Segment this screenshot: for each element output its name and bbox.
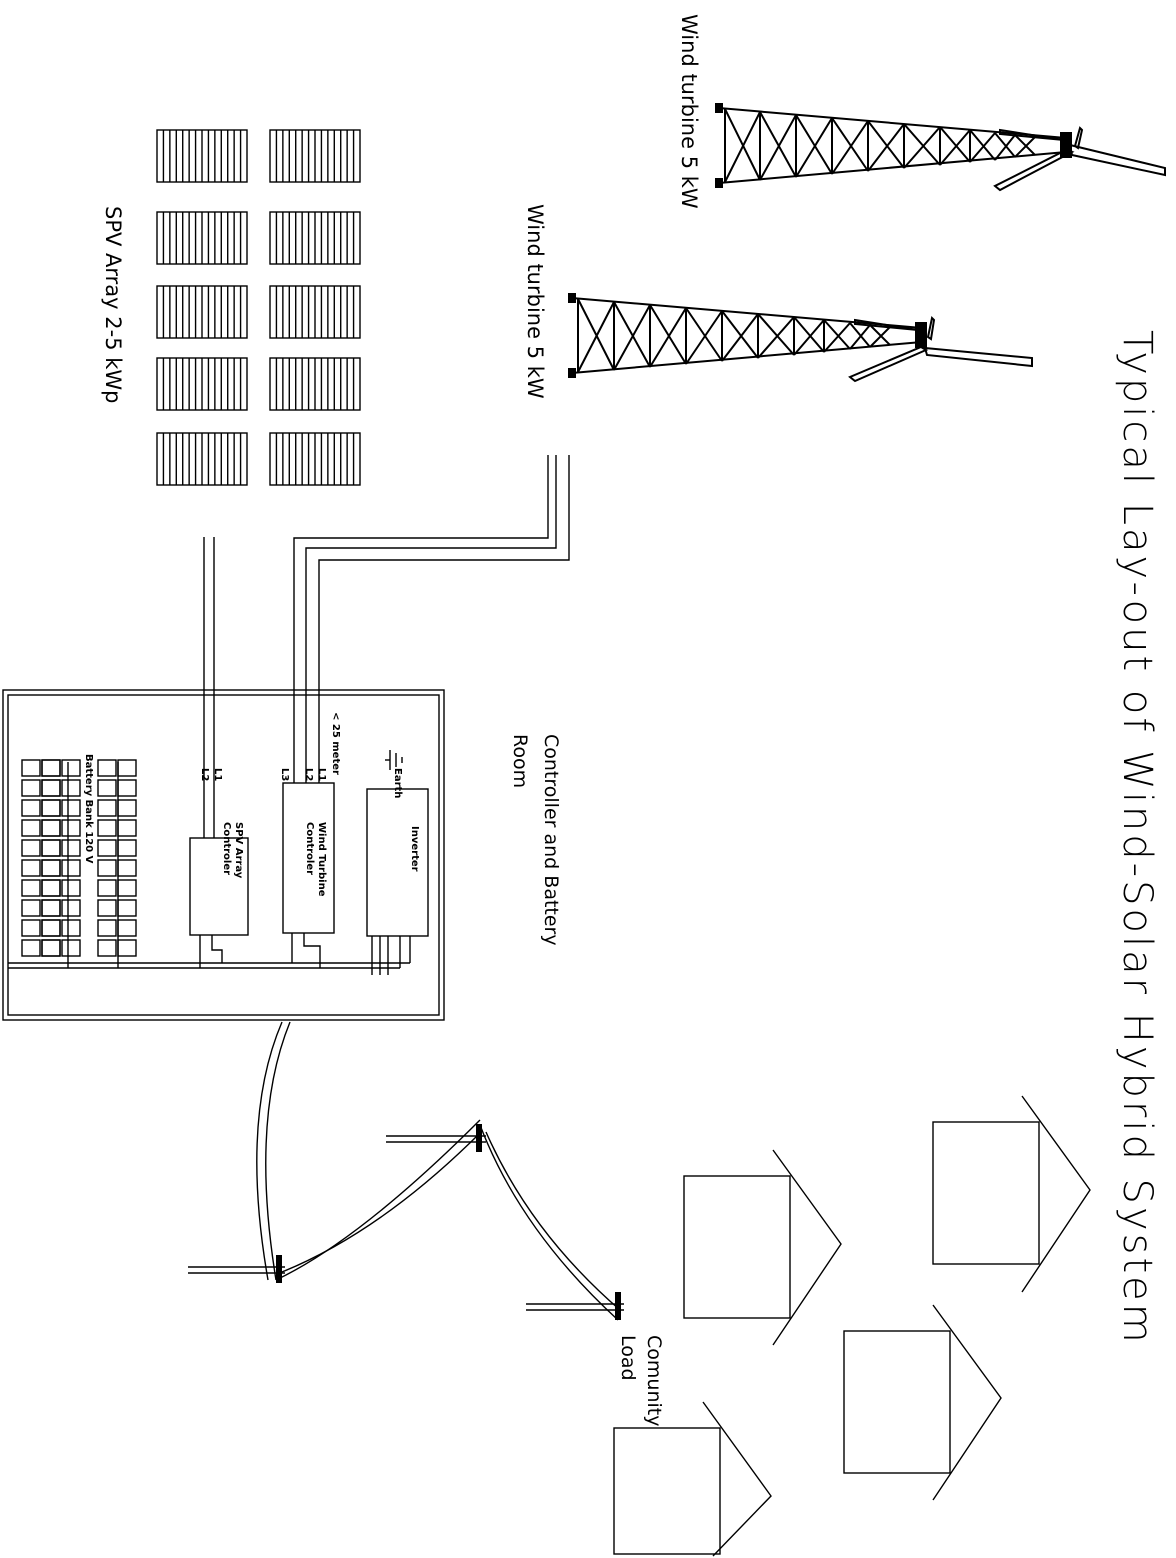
battery-cell [41, 939, 81, 957]
solar-panel [269, 129, 361, 183]
distribution-line [256, 1021, 621, 1321]
turbine-blades-2 [848, 315, 1033, 383]
house-3 [843, 1304, 1002, 1501]
wind-line-l2: L2 [303, 768, 314, 781]
distribution-pole-1 [188, 1255, 285, 1283]
community-load-label-line2: Load [617, 1335, 639, 1381]
solar-panel [156, 357, 248, 411]
solar-panel [156, 211, 248, 265]
wind-controller-label-line2: Controler [304, 822, 315, 875]
distribution-pole-2 [386, 1124, 486, 1152]
spv-controller-label-line1: SPV Array [233, 822, 244, 879]
house-4 [613, 1401, 772, 1557]
battery-cell [97, 759, 137, 777]
lattice-tower-1 [715, 103, 1067, 188]
battery-cell [21, 879, 61, 897]
battery-cell [21, 939, 61, 957]
wind-turbine-2 [568, 293, 1033, 383]
battery-cell [21, 859, 61, 877]
spv-controller-label-line2: Controler [221, 822, 232, 875]
turbine-blades-1 [993, 126, 1166, 192]
controller-room [2, 689, 445, 1021]
battery-cell [41, 879, 81, 897]
wind-turbine-1 [715, 103, 1166, 192]
room-label-line2: Room [509, 734, 531, 788]
solar-panel [156, 432, 248, 486]
spv-array-panels [156, 129, 361, 486]
wind-line-l1: L1 [316, 768, 327, 781]
battery-cell [21, 759, 61, 777]
spv-line-l2: L2 [199, 768, 210, 781]
battery-cell [97, 779, 137, 797]
battery-cell [97, 819, 137, 837]
spv-line-l1: L1 [212, 768, 223, 781]
battery-cell [97, 939, 137, 957]
wind-turbine-2-label: Wind turbine 5 kW [523, 204, 547, 399]
battery-cell [97, 799, 137, 817]
cable-length-label: < 25 meter [330, 712, 341, 775]
dc-bus-wiring [8, 762, 411, 975]
solar-panel [269, 432, 361, 486]
battery-cell [41, 799, 81, 817]
house-1 [932, 1095, 1091, 1293]
solar-panel [269, 211, 361, 265]
house-2 [683, 1149, 842, 1346]
battery-bank [21, 759, 137, 957]
solar-panel [269, 357, 361, 411]
turbine-nacelle-2 [854, 318, 927, 348]
battery-cell [41, 919, 81, 937]
spv-cable [203, 537, 215, 838]
battery-cell [21, 819, 61, 837]
wind-turbine-controller-box [282, 782, 335, 934]
lattice-tower-2 [568, 293, 923, 378]
spv-array-controller-box [189, 837, 249, 936]
community-load-label-line1: Comunity [643, 1335, 665, 1426]
battery-cell [41, 859, 81, 877]
battery-cell [97, 919, 137, 937]
wind-line-l3: L3 [279, 768, 290, 781]
battery-cell [41, 839, 81, 857]
battery-cell [97, 879, 137, 897]
battery-cell [41, 759, 81, 777]
diagram-title: Typical Lay-out of Wind-Solar Hybrid Sys… [1114, 330, 1160, 1346]
battery-cell [21, 919, 61, 937]
earth-label: Earth [392, 768, 403, 798]
inverter-label: Inverter [409, 826, 420, 872]
battery-cell [97, 839, 137, 857]
spv-array-label: SPV Array 2-5 kWp [101, 206, 125, 404]
battery-cell [21, 899, 61, 917]
battery-cell [21, 779, 61, 797]
earth-symbol-icon [385, 750, 403, 770]
battery-cell [21, 799, 61, 817]
battery-cell [97, 899, 137, 917]
distribution-pole-3 [526, 1292, 624, 1320]
wind-turbine-1-label: Wind turbine 5 kW [677, 14, 701, 209]
solar-panel [269, 285, 361, 339]
wind-controller-label-line1: Wind Turbine [316, 822, 327, 897]
wind-cable [293, 455, 570, 783]
battery-cell [41, 819, 81, 837]
inverter-box [366, 788, 429, 937]
battery-cell [21, 839, 61, 857]
solar-panel [156, 285, 248, 339]
battery-cell [41, 899, 81, 917]
battery-cell [97, 859, 137, 877]
room-label-line1: Controller and Battery [540, 734, 562, 946]
battery-cell [41, 779, 81, 797]
battery-bank-label: Battery Bank 120 V [83, 754, 94, 864]
solar-panel [156, 129, 248, 183]
